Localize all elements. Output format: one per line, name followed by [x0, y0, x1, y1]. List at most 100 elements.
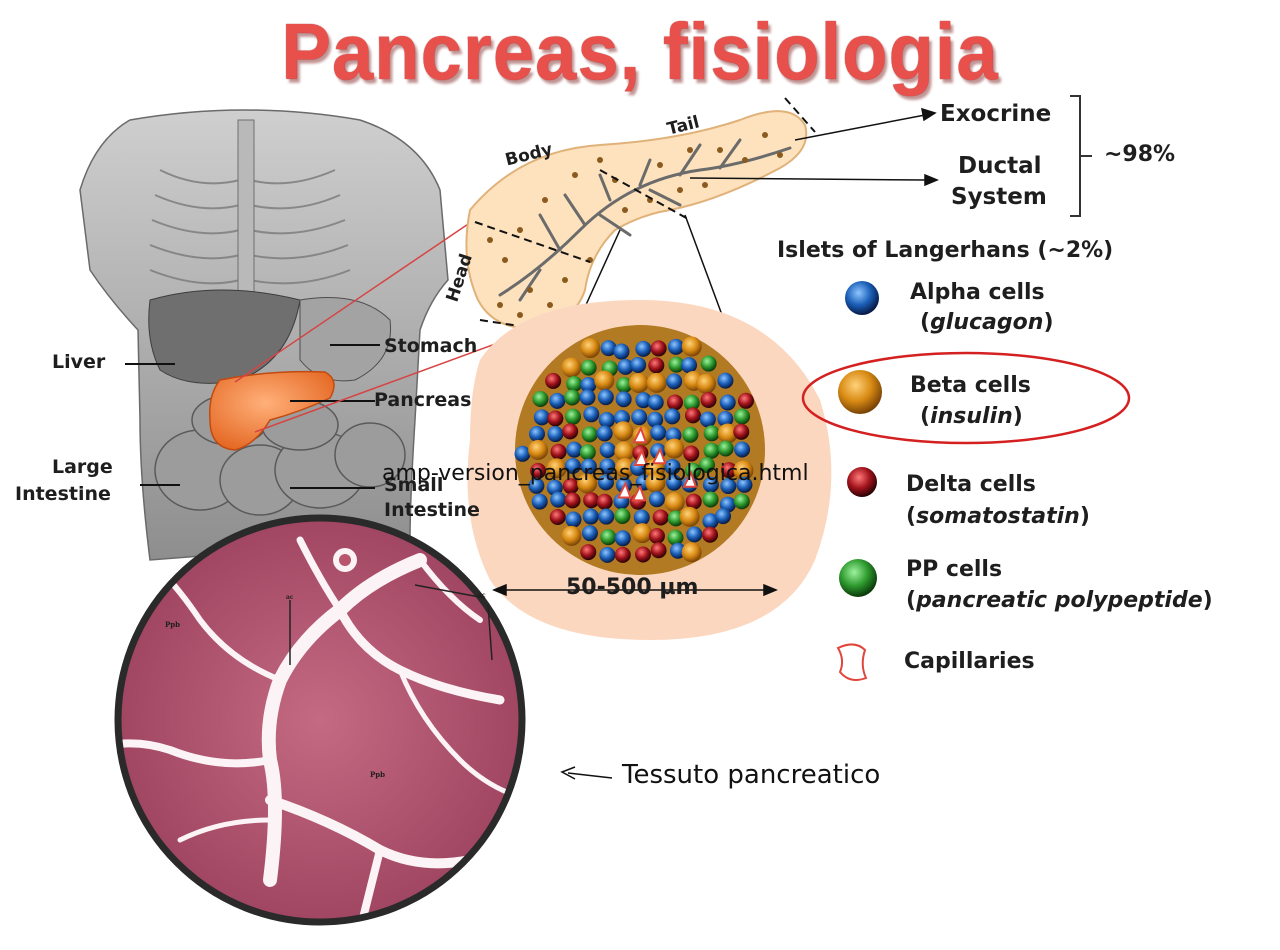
islet-cell — [564, 492, 581, 509]
islet-cell — [580, 544, 597, 561]
islet-cell — [699, 457, 716, 474]
islet-cell — [681, 542, 702, 563]
islet-cell — [664, 438, 685, 459]
islet-cell — [664, 408, 681, 425]
islet-cell — [683, 394, 700, 411]
islet-cell — [561, 525, 582, 546]
alpha-cell-icon — [845, 281, 879, 315]
islet-cell — [635, 392, 652, 409]
large-intestine-label-1: Large — [52, 456, 113, 478]
islet-cell — [720, 462, 737, 479]
islet-cell — [703, 442, 720, 459]
islet-cell — [645, 472, 666, 493]
islet-cell — [664, 458, 681, 475]
islet-cell — [699, 411, 716, 428]
pp-cell-icon — [839, 559, 877, 597]
islet-cell — [702, 526, 719, 543]
beta-cell-icon — [838, 370, 882, 414]
islet-cell — [696, 373, 717, 394]
islet-cell — [632, 523, 653, 544]
islet-cell — [613, 421, 634, 442]
pp-cells-label: PP cells — [906, 557, 1003, 582]
islet-cell — [702, 476, 719, 493]
islet-cell — [581, 525, 598, 542]
islet-cell — [679, 506, 700, 527]
histology-image — [114, 514, 526, 926]
islet-cell — [700, 355, 717, 372]
islet-cell — [650, 542, 667, 559]
islet-cell — [635, 340, 652, 357]
islet-cell — [631, 409, 648, 426]
islet-cell — [650, 424, 667, 441]
islet-cell — [577, 473, 598, 494]
islet-cell — [648, 357, 665, 374]
islet-cell — [514, 445, 531, 462]
islet-cell — [733, 460, 754, 481]
islet-cell — [703, 425, 720, 442]
islet-cell — [633, 509, 650, 526]
islet-cell — [566, 441, 583, 458]
islet-cluster — [467, 300, 832, 640]
islet-cell — [550, 491, 567, 508]
stomach-label: Stomach — [384, 335, 478, 357]
exocrine-bracket — [1070, 95, 1092, 217]
islet-cell — [597, 474, 614, 491]
islet-cell — [720, 478, 737, 495]
exocrine-percent: ~98% — [1104, 142, 1176, 167]
islet-cell — [685, 493, 702, 510]
delta-hormone-label: (somatostatin) — [906, 504, 1090, 529]
islet-cell — [597, 389, 614, 406]
ductal-label-1: Ductal — [958, 153, 1042, 179]
legend-icons — [836, 281, 882, 681]
islet-cell — [737, 392, 754, 409]
islet-cell — [580, 376, 597, 393]
islet-cell — [596, 493, 613, 510]
islet-cell — [646, 372, 667, 393]
islet-cell — [600, 340, 617, 357]
anatomy-leader-lines — [125, 344, 380, 489]
islet-cell — [665, 474, 682, 491]
islet-cell — [614, 457, 635, 478]
islet-cell — [648, 491, 665, 508]
histology-mark-ac-1: ac — [286, 594, 294, 601]
islet-capillary — [632, 425, 648, 444]
islet-cell — [664, 492, 685, 513]
islet-cell — [614, 441, 635, 462]
islet-cell — [734, 408, 751, 425]
islet-cell — [734, 441, 751, 458]
islet-cell — [545, 372, 562, 389]
islet-cell — [594, 370, 615, 391]
islet-cell — [647, 394, 664, 411]
filename-overlay: amp-version_pancreas_fisiologica.html — [382, 461, 809, 486]
islet-cell — [613, 343, 630, 360]
islet-cell — [650, 340, 667, 357]
islet-cell — [566, 375, 583, 392]
islet-cell — [547, 410, 564, 427]
islet-cell — [615, 391, 632, 408]
beta-hormone-label: (insulin) — [920, 404, 1023, 429]
islet-capillary — [633, 448, 649, 466]
islet-cell — [533, 409, 550, 426]
islet-cell — [652, 509, 669, 526]
islet-cell — [581, 426, 598, 443]
islet-size-arrow — [492, 583, 778, 597]
islet-cell — [582, 508, 599, 525]
islet-cell — [635, 546, 652, 563]
zoom-connector-lines — [234, 215, 529, 433]
ductal-label-2: System — [951, 184, 1047, 210]
islet-cell — [579, 389, 596, 406]
islet-cell — [717, 440, 734, 457]
islet-cell — [628, 372, 649, 393]
islet-cell — [681, 336, 702, 357]
islet-cell — [686, 526, 703, 543]
islet-cell — [598, 508, 615, 525]
islet-cell — [667, 510, 684, 527]
islet-cell — [580, 359, 597, 376]
islet-cell — [617, 358, 634, 375]
islet-cell — [733, 493, 750, 510]
pp-hormone-label: (pancreatic polypeptide) — [906, 588, 1213, 613]
islet-cell — [647, 411, 664, 428]
pancreas-organ — [208, 370, 335, 451]
islet-cell — [531, 493, 548, 510]
islet-cell — [528, 439, 549, 460]
